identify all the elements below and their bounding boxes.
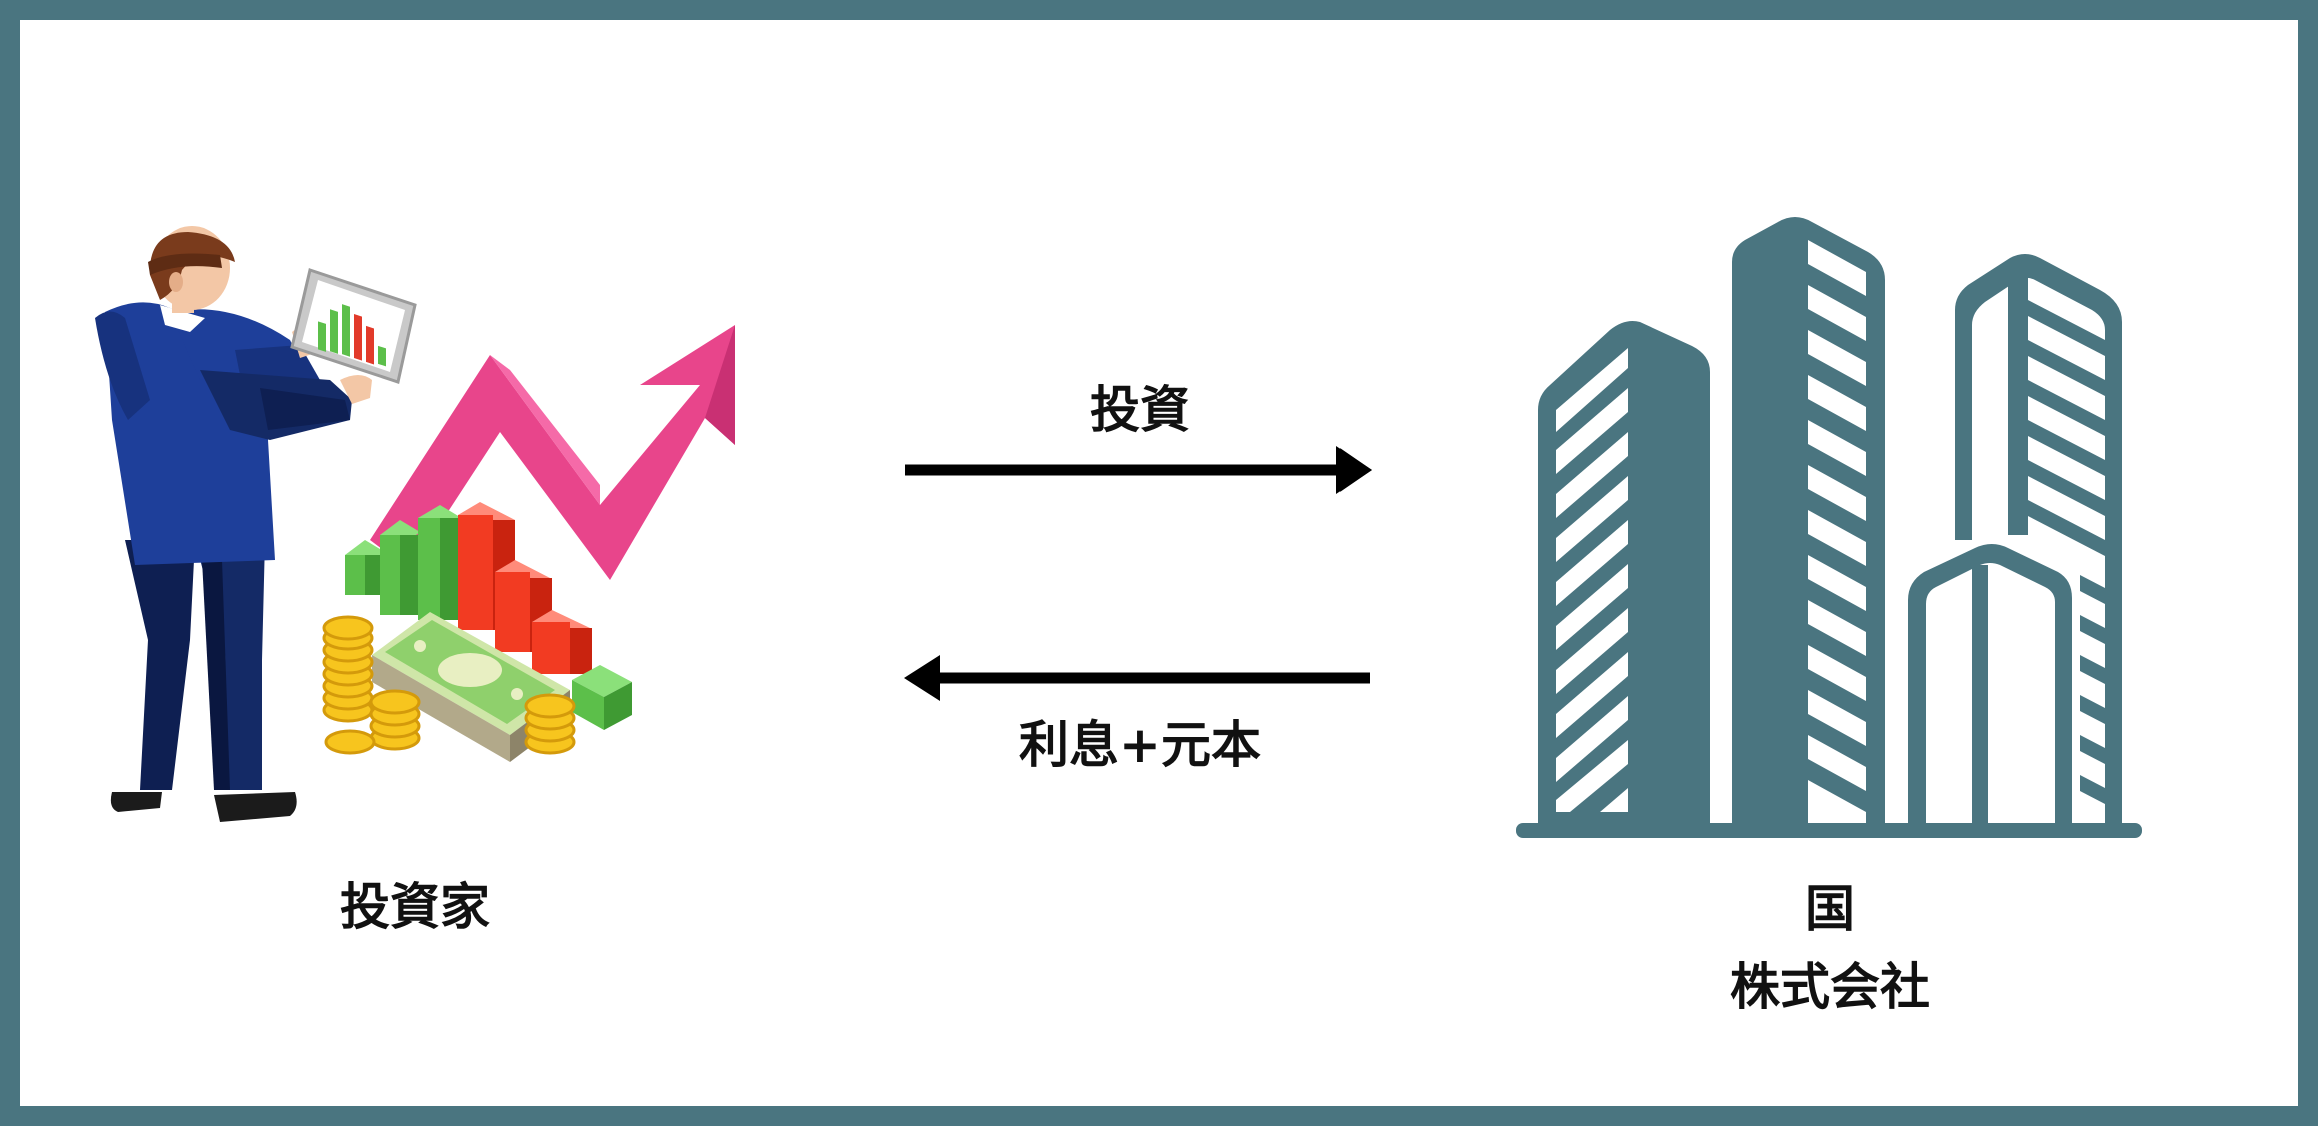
coins-icon (322, 615, 576, 755)
buildings-group (1516, 217, 2142, 838)
recipient-company-label: 株式会社 (1730, 958, 1930, 1016)
arrow-right-icon (905, 446, 1372, 494)
arrow-left-icon (904, 655, 1370, 701)
recipient-state-label: 国 (1805, 880, 1855, 938)
invest-arrow-label: 投資 (1090, 381, 1190, 439)
tablet-icon (290, 268, 417, 384)
return-arrow-label: 利息+元本 (1019, 716, 1261, 774)
growth-trend-arrow-icon (370, 325, 735, 580)
bar-blocks-icon (345, 502, 632, 730)
investor-label: 投資家 (340, 878, 490, 936)
